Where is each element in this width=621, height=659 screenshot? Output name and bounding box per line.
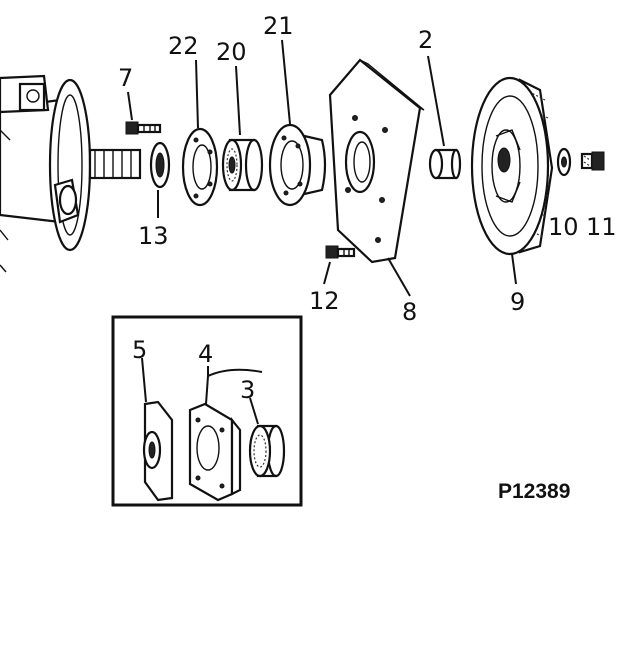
part-8-plate [328, 58, 425, 297]
callout-20: 20 [216, 38, 247, 66]
part-13-seal [149, 141, 171, 218]
callout-12: 12 [309, 287, 340, 315]
part-21-hub [268, 39, 327, 207]
callout-13: 13 [138, 222, 169, 250]
part-20-bearing [221, 65, 264, 192]
figure-code: P12389 [498, 480, 570, 503]
part-7-bolt [125, 91, 162, 135]
callout-9: 9 [510, 288, 525, 316]
gearbox-housing [0, 74, 142, 273]
inset-box [111, 315, 303, 507]
callout-8: 8 [402, 298, 417, 326]
part-12-bolt [323, 245, 356, 285]
part-2-bushing [427, 55, 462, 180]
part-10-washer [556, 147, 572, 177]
callout-21: 21 [263, 12, 294, 40]
part-11-capscrew [580, 151, 605, 171]
callout-4: 4 [198, 340, 213, 368]
callout-11: 11 [586, 213, 617, 241]
callout-7: 7 [118, 64, 133, 92]
part-9-pulley [470, 76, 554, 285]
callout-3: 3 [240, 376, 255, 404]
part-22-flange [181, 59, 219, 207]
callout-10: 10 [548, 213, 579, 241]
callout-5: 5 [132, 336, 147, 364]
callout-22: 22 [168, 32, 199, 60]
callout-2: 2 [418, 26, 433, 54]
